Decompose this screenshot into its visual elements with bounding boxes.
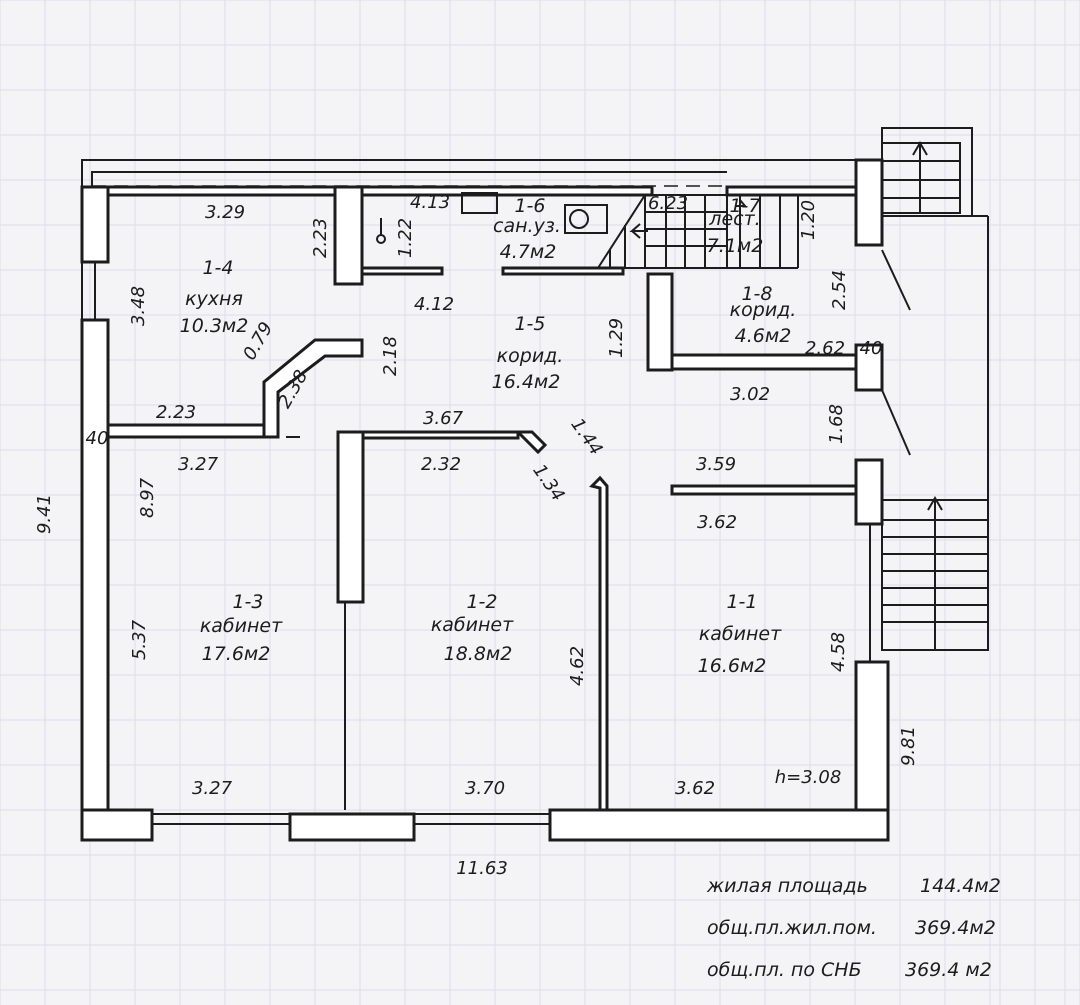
dim-1-20: 1.20 [798,200,819,240]
room-1-7-id: 1-7 [729,195,760,217]
room-1-2-id: 1-2 [466,591,497,613]
side-table [999,0,1066,1005]
dim-4-62: 4.62 [567,646,588,686]
room-1-4-name: кухня [185,288,243,310]
room-1-2-name: кабинет [431,614,514,636]
dim-4-13: 4.13 [410,192,450,213]
summary-living-area-value: 144.4м2 [920,875,1001,897]
dim-1-29: 1.29 [606,318,627,358]
room-1-5-id: 1-5 [514,313,545,335]
summary-snb-area-value: 369.4 м2 [905,959,992,981]
dim-2-62: 2.62 [805,338,845,359]
dimension-labels: 3.29 2.23 1.22 4.13 6.23 1.20 2.54 3.48 … [34,192,919,879]
dim-3-27-bot: 3.27 [192,778,233,799]
dim-3-59: 3.59 [696,454,736,475]
room-1-3-name: кабинет [200,615,283,637]
dim-3-70: 3.70 [465,778,505,799]
room-1-7-area: 7.1м2 [707,235,764,257]
staircase-1-7 [597,194,799,269]
dim-3-48: 3.48 [128,286,149,326]
dim-3-62-bot: 3.62 [675,778,715,799]
summary-living-area-label: жилая площадь [706,875,868,897]
room-1-3-id: 1-3 [232,591,263,613]
summary-total-area-value: 369.4м2 [915,917,996,939]
room-1-8-area: 4.6м2 [735,325,792,347]
dim-1-34: 1.34 [528,460,568,505]
dim-4-58: 4.58 [828,632,849,672]
dim-40-right: 40 [860,338,883,359]
outer-walls [80,158,890,842]
room-1-6-area: 4.7м2 [500,241,557,263]
dim-2-23-top: 2.23 [310,218,331,258]
ceiling-height: h=3.08 [775,767,842,788]
dim-1-68: 1.68 [826,404,847,444]
room-1-1-id: 1-1 [726,591,757,613]
room-1-6-id: 1-6 [514,195,545,217]
dim-11-63: 11.63 [456,858,508,879]
room-1-8-name: корид. [730,299,797,321]
dim-6-23: 6.23 [648,193,688,214]
dim-9-41: 9.41 [34,494,55,534]
room-1-2-area: 18.8м2 [444,643,513,665]
dim-2-23-mid: 2.23 [156,402,196,423]
dim-8-97: 8.97 [137,477,158,518]
dim-3-67: 3.67 [423,408,464,429]
room-1-4-area: 10.3м2 [180,315,249,337]
room-1-3-area: 17.6м2 [202,643,271,665]
dim-3-27-top: 3.27 [178,454,219,475]
sanitary-fixtures [376,192,608,244]
interior-walls [106,185,858,812]
room-1-1-name: кабинет [699,623,782,645]
room-1-5-area: 16.4м2 [492,371,561,393]
dim-3-62-mid: 3.62 [697,512,737,533]
dim-4-12: 4.12 [414,294,454,315]
room-1-1-area: 16.6м2 [698,655,767,677]
summary-total-area-label: общ.пл.жил.пом. [707,917,877,939]
room-1-4-id: 1-4 [202,257,233,279]
room-1-5-name: корид. [497,345,564,367]
room-1-8-id: 1-8 [741,283,772,305]
dim-2-54: 2.54 [829,270,850,310]
dim-1-44: 1.44 [566,414,606,459]
external-stairs [881,127,989,651]
dim-1-22: 1.22 [395,218,416,258]
dim-5-37: 5.37 [129,619,150,660]
dim-2-18: 2.18 [380,336,401,376]
dim-3-29: 3.29 [205,202,245,223]
room-1-6-name: сан.уз. [493,215,561,237]
room-1-7-name: лест. [708,208,760,230]
dim-2-32: 2.32 [421,454,461,475]
summary-snb-area-label: общ.пл. по СНБ [707,959,862,981]
dim-9-81: 9.81 [898,726,919,766]
dim-3-02: 3.02 [730,384,770,405]
room-labels: 1-1 кабинет 16.6м2 1-2 кабинет 18.8м2 1-… [180,195,797,677]
area-summary: жилая площадь 144.4м2 общ.пл.жил.пом. 36… [706,875,1001,981]
dim-40-left: 40 [86,428,109,449]
